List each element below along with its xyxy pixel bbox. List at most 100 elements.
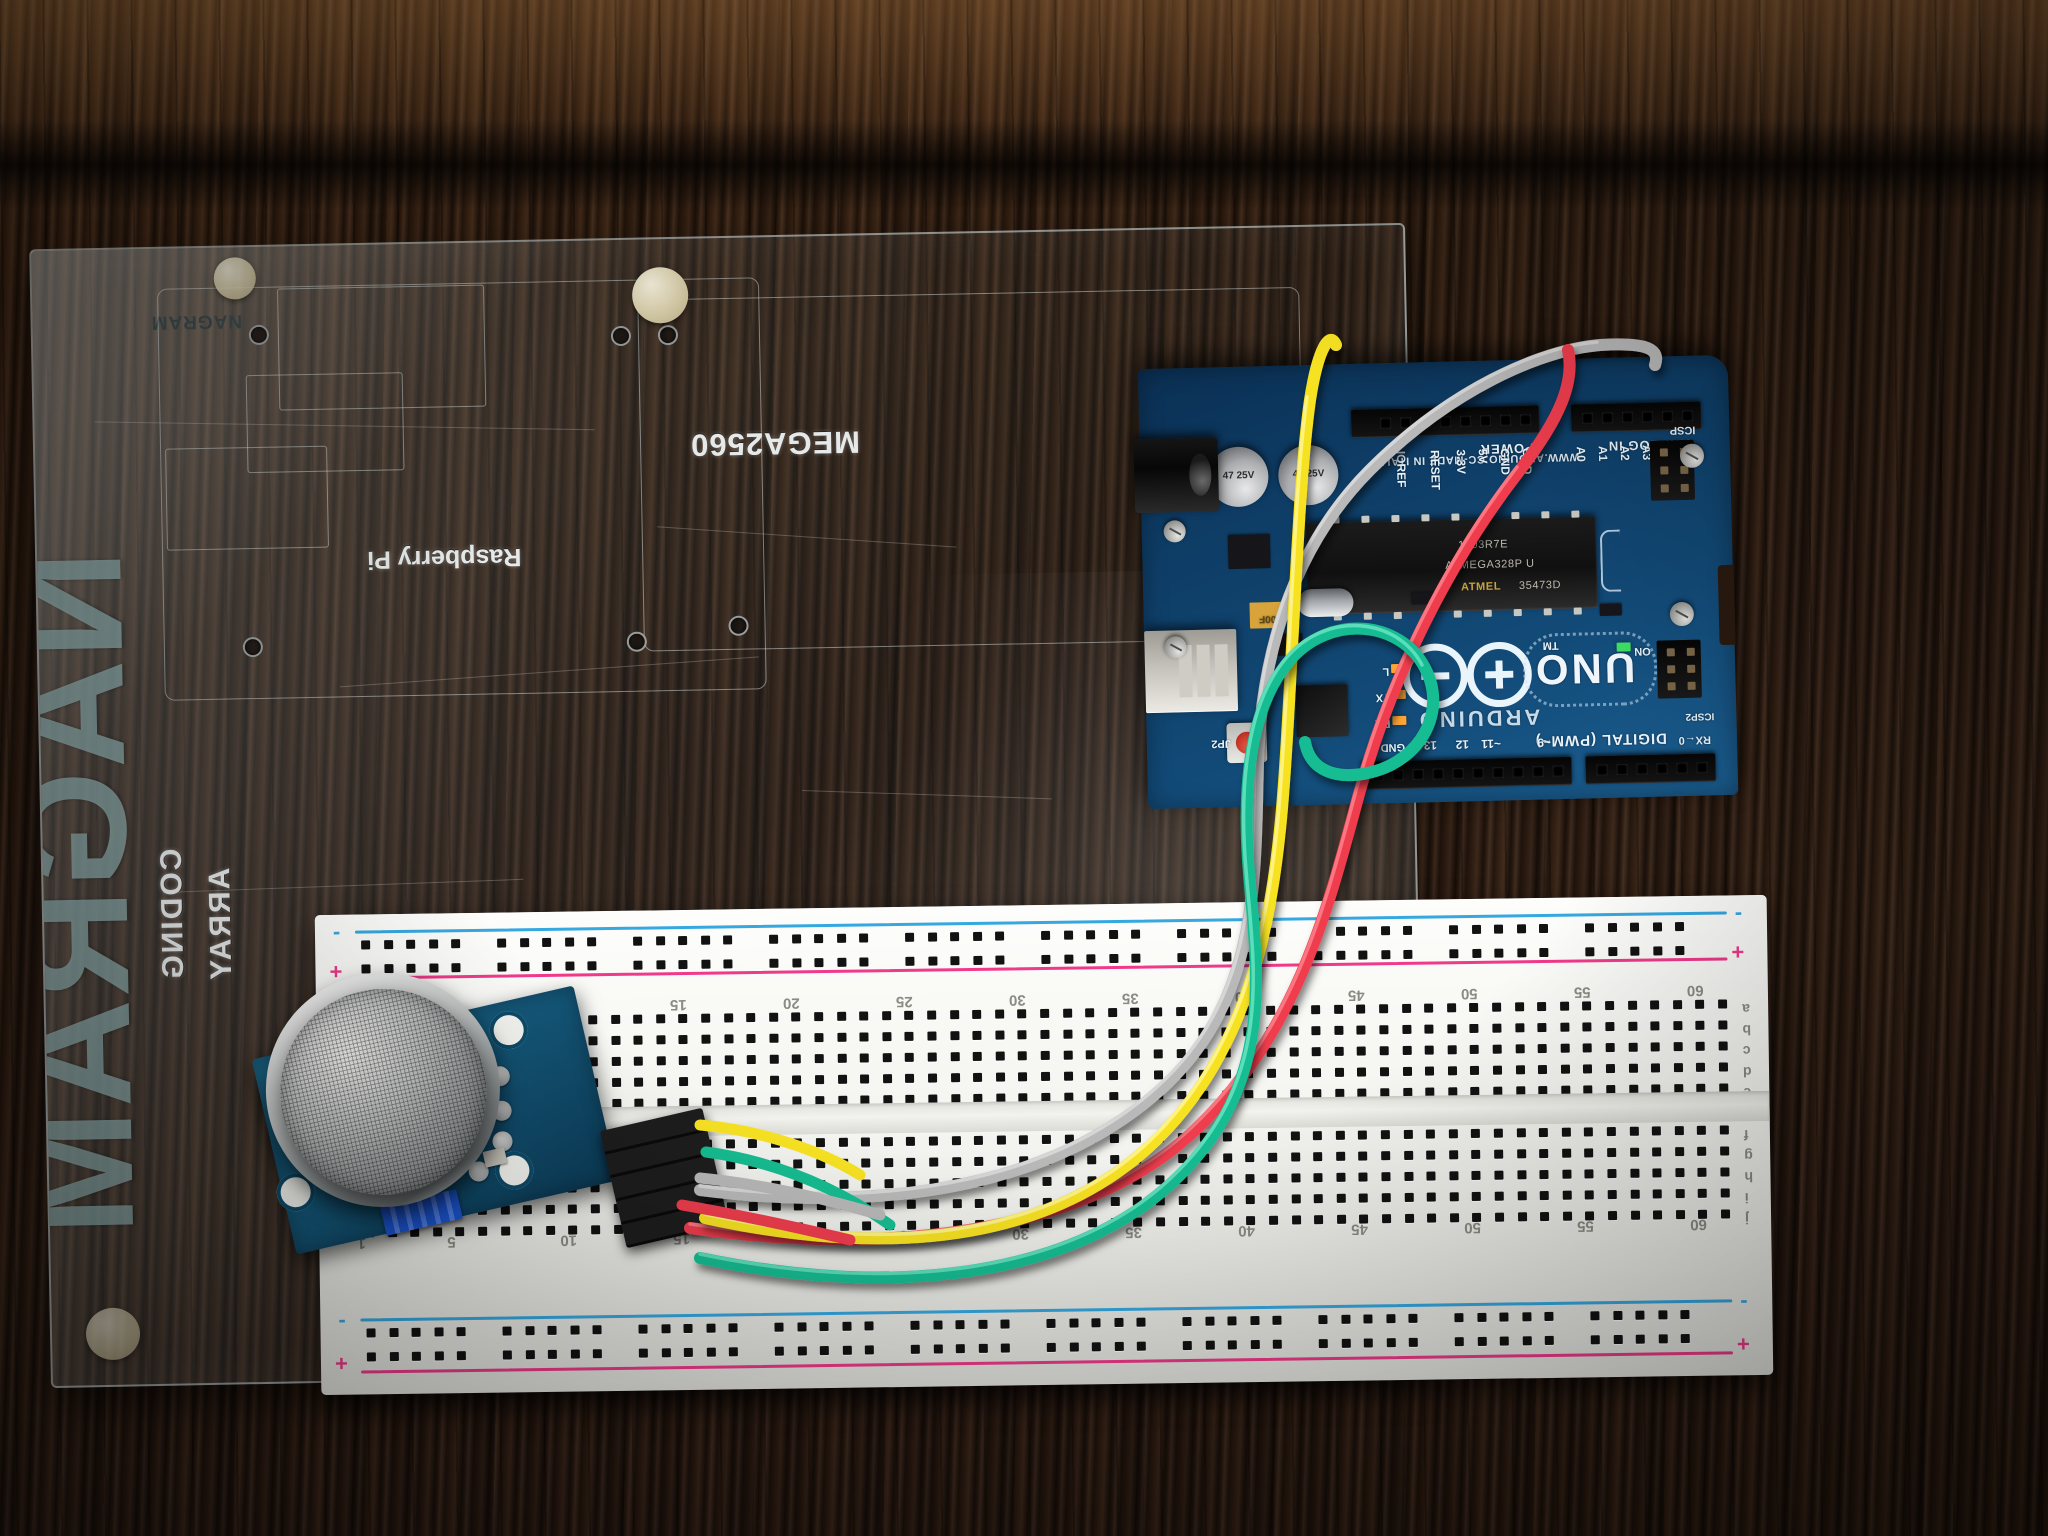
power-rail-hole[interactable] [774,1346,784,1356]
breadboard-hole[interactable] [1424,1003,1434,1013]
power-rail-hole[interactable] [519,962,530,972]
breadboard-hole[interactable] [996,1156,1007,1166]
power-rail-hole[interactable] [1341,1338,1351,1348]
power-rail-hole[interactable] [451,963,461,973]
breadboard-hole[interactable] [1718,1062,1729,1072]
power-rail-hole[interactable] [570,1349,580,1359]
breadboard-hole[interactable] [1471,1170,1481,1181]
breadboard-hole[interactable] [1582,1001,1592,1011]
breadboard-hole[interactable] [1493,1128,1503,1138]
breadboard-hole[interactable] [1404,1213,1414,1223]
breadboard-hole[interactable] [1288,1005,1298,1015]
breadboard-hole[interactable] [749,1222,759,1233]
breadboard-hole[interactable] [1402,1045,1412,1055]
breadboard-hole[interactable] [884,1179,894,1189]
breadboard-hole[interactable] [838,1158,848,1168]
breadboard-hole[interactable] [1087,1176,1097,1186]
power-rail-hole[interactable] [791,934,801,944]
power-rail-hole[interactable] [587,961,597,971]
breadboard-hole[interactable] [927,1031,937,1041]
power-rail-hole[interactable] [502,1350,512,1360]
breadboard-hole[interactable] [997,1219,1007,1229]
digital-header-left[interactable] [1585,753,1716,785]
breadboard-hole[interactable] [949,1031,960,1041]
breadboard-hole[interactable] [1042,1176,1052,1187]
breadboard-hole[interactable] [1562,1169,1572,1179]
power-rail-hole[interactable] [1318,1315,1328,1325]
breadboard-hole[interactable] [1401,1024,1412,1034]
breadboard-hole[interactable] [1381,1151,1391,1161]
power-rail-hole[interactable] [1544,1311,1554,1322]
breadboard-hole[interactable] [1175,1007,1185,1017]
breadboard-hole[interactable] [1065,1176,1075,1186]
breadboard-hole[interactable] [1492,1023,1502,1033]
power-rail-hole[interactable] [978,1343,988,1353]
power-rail-hole[interactable] [366,1328,376,1338]
breadboard-hole[interactable] [881,1011,892,1021]
breadboard-hole[interactable] [1178,1217,1188,1227]
breadboard-hole[interactable] [678,1013,688,1024]
breadboard-hole[interactable] [1672,1000,1682,1010]
breadboard-hole[interactable] [748,1181,758,1191]
breadboard-hole[interactable] [1108,1049,1118,1060]
breadboard-hole[interactable] [1379,1025,1389,1035]
breadboard-hole[interactable] [1063,1071,1073,1081]
power-rail-hole[interactable] [1000,1319,1010,1329]
power-rail-hole[interactable] [769,934,779,944]
power-rail-hole[interactable] [836,933,846,943]
breadboard-hole[interactable] [725,1160,735,1170]
power-rail-hole[interactable] [1630,946,1640,956]
breadboard-hole[interactable] [1695,1020,1705,1030]
breadboard-hole[interactable] [1221,1027,1231,1037]
breadboard-hole[interactable] [1333,1004,1343,1014]
breadboard-hole[interactable] [1018,1051,1028,1061]
breadboard-hole[interactable] [1605,1022,1615,1032]
breadboard-hole[interactable] [1379,1046,1389,1056]
power-rail-hole[interactable] [1454,1313,1464,1323]
breadboard-hole[interactable] [1153,1028,1163,1038]
power-rail-hole[interactable] [1363,1338,1374,1348]
breadboard-hole[interactable] [679,1076,689,1087]
power-rail-hole[interactable] [542,961,552,971]
breadboard-hole[interactable] [455,1227,465,1237]
power-rail-hole[interactable] [1358,950,1368,960]
power-rail-hole[interactable] [1318,1339,1328,1349]
breadboard-hole[interactable] [655,1014,666,1024]
breadboard-hole[interactable] [929,1178,939,1188]
breadboard-hole[interactable] [1357,1046,1367,1056]
breadboard-hole[interactable] [1222,1132,1232,1142]
breadboard-hole[interactable] [861,1179,871,1189]
power-rail-hole[interactable] [633,960,643,970]
power-rail-hole[interactable] [587,937,597,947]
breadboard-hole[interactable] [1064,1134,1074,1144]
power-rail-hole[interactable] [1449,949,1459,959]
power-rail-hole[interactable] [1245,952,1255,962]
power-rail-hole[interactable] [1494,924,1504,934]
breadboard-hole[interactable] [1243,1006,1253,1016]
power-rail-hole[interactable] [525,1326,535,1336]
breadboard-hole[interactable] [838,1137,848,1147]
breadboard-hole[interactable] [1492,1065,1503,1075]
breadboard-hole[interactable] [974,1135,984,1145]
breadboard-hole[interactable] [1042,1197,1052,1208]
breadboard-hole[interactable] [837,1053,847,1063]
breadboard-hole[interactable] [746,1034,756,1044]
breadboard-hole[interactable] [861,1137,871,1147]
breadboard-hole[interactable] [882,1032,892,1042]
breadboard-hole[interactable] [656,1056,666,1066]
breadboard-hole[interactable] [949,1010,959,1020]
power-rail-hole[interactable] [1522,1312,1532,1322]
breadboard-hole[interactable] [929,1199,939,1209]
power-rail-hole[interactable] [1041,930,1051,941]
breadboard-hole[interactable] [1584,1169,1594,1179]
power-rail-hole[interactable] [950,956,960,966]
breadboard-hole[interactable] [1109,1154,1120,1165]
breadboard-hole[interactable] [1108,1028,1118,1039]
breadboard-hole[interactable] [1517,1191,1527,1201]
breadboard-hole[interactable] [1246,1195,1256,1205]
breadboard-hole[interactable] [633,1056,644,1066]
breadboard-hole[interactable] [1176,1070,1186,1080]
breadboard-hole[interactable] [1379,1067,1390,1077]
breadboard-hole[interactable] [1537,1022,1547,1033]
breadboard-hole[interactable] [1627,1000,1637,1010]
